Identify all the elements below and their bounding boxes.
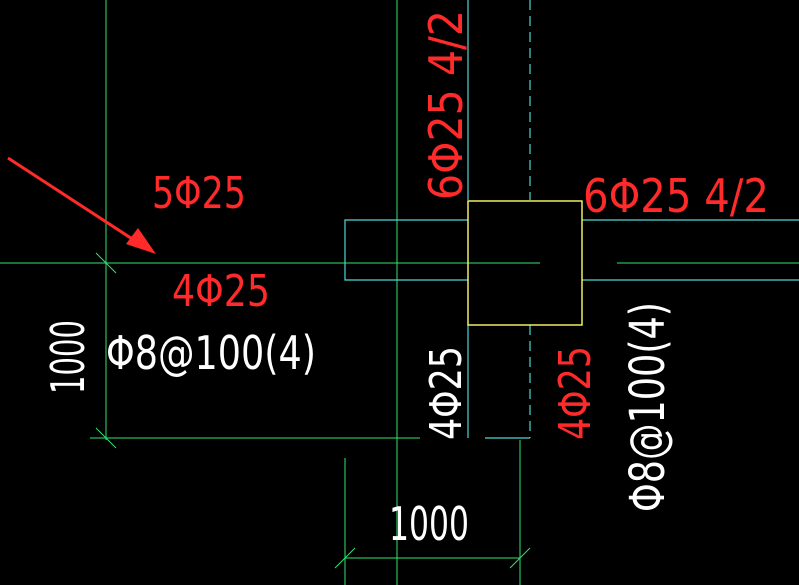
top-reinforcement-label: 5Φ25 [152, 168, 246, 219]
beam-outlines [344, 0, 799, 439]
bottom-reinforcement-label: 4Φ25 [172, 266, 270, 317]
dimension-tick [509, 547, 531, 569]
dimension-label-horizontal: 1000 [389, 497, 469, 551]
right-beam-top-reinforcement-label: 6Φ25 4/2 [583, 169, 769, 223]
dimension-tick [334, 547, 356, 569]
dimension-label-vertical: 1000 [41, 320, 95, 394]
annotation-arrow [7, 156, 156, 254]
vertical-beam-reinforcement-label-red: 4Φ25 [550, 346, 601, 440]
column-outline [467, 200, 583, 326]
beam-horizontal-left [344, 219, 468, 281]
vertical-beam-bottom-reinforcement-label: 4Φ25 [421, 346, 472, 440]
dimension-tick [95, 252, 117, 274]
vertical-beam-stirrup-label: Φ8@100(4) [620, 302, 676, 512]
dimension-tick [95, 427, 117, 449]
stirrup-label: Φ8@100(4) [106, 326, 316, 380]
vertical-beam-top-reinforcement-label: 6Φ25 4/2 [419, 10, 473, 200]
